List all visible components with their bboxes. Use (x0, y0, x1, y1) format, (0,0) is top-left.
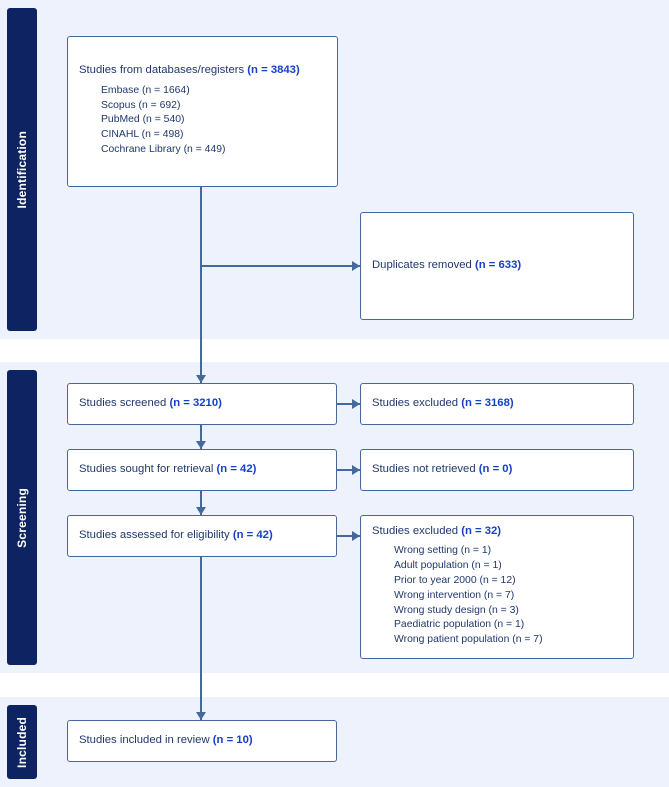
connector-trunk-assessed-to-included (200, 557, 202, 720)
node-studies-not-retrieved: Studies not retrieved (n = 0) (360, 449, 634, 491)
list-item: Wrong patient population (n = 7) (394, 634, 543, 646)
node-studies-sought-for-retrieval: Studies sought for retrieval (n = 42) (67, 449, 337, 491)
list-item: Embase (n = 1664) (101, 84, 190, 96)
list-item: Cochrane Library (n = 449) (101, 143, 226, 155)
stage-tab-screening-label: Screening (15, 487, 29, 548)
connector-branch-not-retrieved (337, 469, 360, 471)
node-screened-count: (n = 3210) (169, 397, 222, 410)
connector-branch-excluded-screening (337, 403, 360, 405)
list-item: Wrong study design (n = 3) (394, 604, 519, 616)
node-studies-from-databases: Studies from databases/registers (n = 38… (67, 36, 338, 187)
node-screened-headline-text: Studies screened (79, 397, 170, 410)
list-item: CINAHL (n = 498) (101, 129, 184, 141)
node-studies-excluded-eligibility: Studies excluded (n = 32) Wrong setting … (360, 515, 634, 659)
list-item: Prior to year 2000 (n = 12) (394, 575, 516, 586)
node-not-retrieved-count: (n = 0) (478, 463, 513, 476)
connector-trunk-sought-to-assessed (200, 491, 202, 515)
node-sought-headline-text: Studies sought for retrieval (79, 463, 217, 476)
connector-branch-excluded-eligibility (337, 535, 360, 537)
arrowhead-not-retrieved (352, 465, 360, 475)
node-excluded-eligibility-headline: Studies excluded (n = 32) (372, 526, 622, 537)
node-duplicates-removed: Duplicates removed (n = 633) (360, 212, 634, 320)
node-excluded-eligibility-count: (n = 32) (461, 525, 502, 538)
node-assessed-headline: Studies assessed for eligibility (n = 42… (79, 530, 325, 541)
node-screened-headline: Studies screened (n = 3210) (79, 398, 325, 409)
node-studies-included-in-review: Studies included in review (n = 10) (67, 720, 337, 762)
node-excluded-eligibility-sublist: Wrong setting (n = 1) Adult population (… (394, 544, 622, 647)
arrowhead-included (196, 712, 206, 720)
node-included-headline: Studies included in review (n = 10) (79, 735, 325, 746)
list-item: Adult population (n = 1) (394, 560, 502, 572)
node-databases-headline-text: Studies from databases/registers (79, 64, 248, 77)
list-item: Paediatric population (n = 1) (394, 619, 525, 631)
node-assessed-headline-text: Studies assessed for eligibility (79, 529, 233, 542)
list-item: Scopus (n = 692) (101, 99, 181, 111)
node-excluded-screening-count: (n = 3168) (461, 397, 514, 410)
arrowhead-excluded-eligibility (352, 531, 360, 541)
node-excluded-eligibility-headline-text: Studies excluded (372, 525, 462, 538)
node-excluded-screening-headline-text: Studies excluded (372, 397, 462, 410)
node-assessed-count: (n = 42) (232, 529, 273, 542)
node-included-headline-text: Studies included in review (79, 734, 213, 747)
node-included-count: (n = 10) (212, 734, 253, 747)
node-studies-assessed-for-eligibility: Studies assessed for eligibility (n = 42… (67, 515, 337, 557)
node-duplicates-headline: Duplicates removed (n = 633) (372, 260, 622, 271)
connector-branch-duplicates (200, 265, 360, 267)
stage-tab-identification: Identification (7, 8, 37, 331)
list-item: Wrong intervention (n = 7) (394, 589, 515, 601)
node-databases-sublist: Embase (n = 1664) Scopus (n = 692) PubMe… (101, 84, 326, 158)
node-studies-excluded-screening: Studies excluded (n = 3168) (360, 383, 634, 425)
arrowhead-sought (196, 441, 206, 449)
arrowhead-screened (196, 375, 206, 383)
node-excluded-screening-headline: Studies excluded (n = 3168) (372, 398, 622, 409)
arrowhead-assessed (196, 507, 206, 515)
node-duplicates-headline-text: Duplicates removed (372, 259, 475, 272)
connector-trunk-identification (200, 187, 202, 383)
node-databases-headline: Studies from databases/registers (n = 38… (79, 65, 326, 76)
connector-trunk-screened-to-sought (200, 425, 202, 449)
node-duplicates-count: (n = 633) (474, 259, 522, 272)
node-not-retrieved-headline-text: Studies not retrieved (372, 463, 479, 476)
stage-tab-included-label: Included (15, 716, 29, 768)
arrowhead-excluded-screening (352, 399, 360, 409)
node-sought-headline: Studies sought for retrieval (n = 42) (79, 464, 325, 475)
arrowhead-duplicates (352, 261, 360, 271)
node-databases-count: (n = 3843) (247, 64, 300, 77)
node-sought-count: (n = 42) (216, 463, 257, 476)
stage-tab-screening: Screening (7, 370, 37, 665)
list-item: PubMed (n = 540) (101, 114, 185, 126)
node-studies-screened: Studies screened (n = 3210) (67, 383, 337, 425)
node-not-retrieved-headline: Studies not retrieved (n = 0) (372, 464, 622, 475)
list-item: Wrong setting (n = 1) (394, 545, 492, 557)
stage-tab-included: Included (7, 705, 37, 779)
stage-tab-identification-label: Identification (15, 130, 29, 209)
